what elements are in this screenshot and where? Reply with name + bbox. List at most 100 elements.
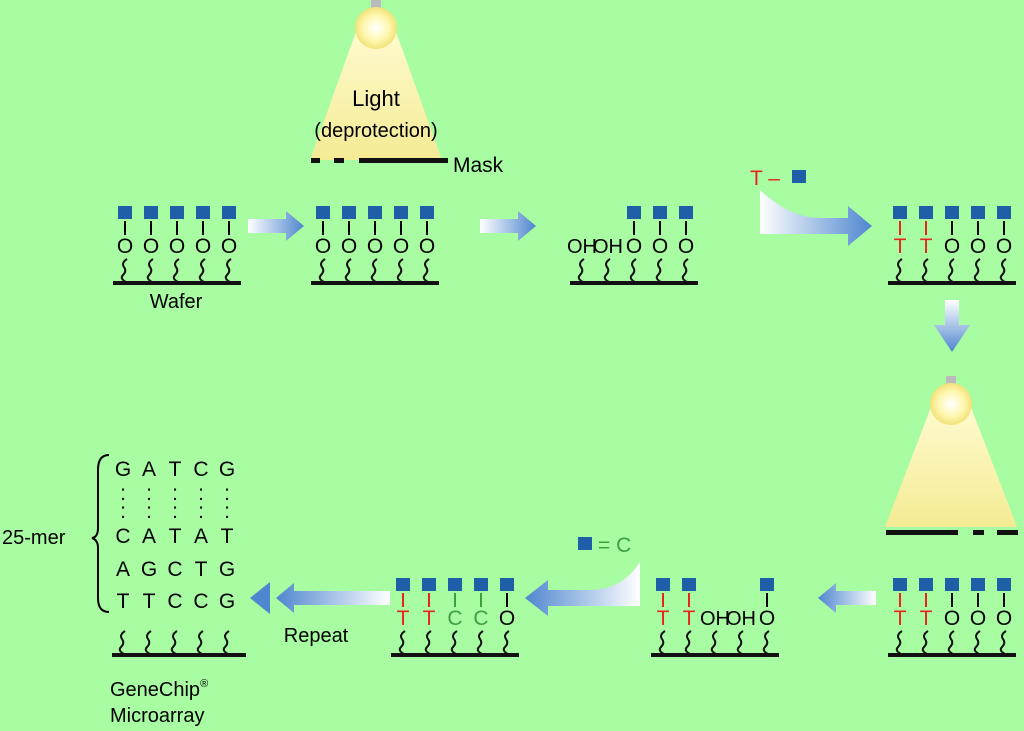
protecting-group xyxy=(653,206,667,219)
oxygen-label: O xyxy=(652,235,668,258)
linker-squiggle xyxy=(318,258,327,284)
base-label: T xyxy=(894,607,907,630)
linker-squiggle xyxy=(999,630,1008,656)
sequence-base: : xyxy=(146,482,152,505)
linker-squiggle xyxy=(198,258,207,284)
mer-brace xyxy=(91,454,110,613)
protecting-group xyxy=(394,206,408,219)
linker-squiggle xyxy=(629,258,638,284)
oxygen-label: O xyxy=(195,235,211,258)
linker-squiggle xyxy=(577,258,586,284)
reagent-c-protecting-group xyxy=(578,537,592,550)
sequence-ellipsis: : xyxy=(224,500,230,523)
reagent-c-label: = C xyxy=(598,534,631,557)
protecting-group xyxy=(656,578,670,591)
oxygen-label: O xyxy=(678,235,694,258)
sequence-base: T xyxy=(221,525,234,548)
oxygen-label: O xyxy=(169,235,185,258)
sequence-base: C xyxy=(115,525,130,548)
oxygen-label: O xyxy=(221,235,237,258)
sequence-ellipsis: : xyxy=(172,500,178,523)
linker-squiggle xyxy=(921,630,930,656)
protecting-group xyxy=(144,206,158,219)
linker-squiggle xyxy=(170,630,179,656)
deprotection-label: (deprotection) xyxy=(314,120,437,142)
sequence-base: C xyxy=(167,558,182,581)
base-label: T xyxy=(920,607,933,630)
base-label: C xyxy=(447,607,462,630)
hydroxyl-label: OH xyxy=(593,236,623,258)
protecting-group xyxy=(679,206,693,219)
linker-squiggle xyxy=(222,630,231,656)
registered-mark: ® xyxy=(200,678,208,690)
protecting-group xyxy=(170,206,184,219)
protecting-group xyxy=(316,206,330,219)
wafer-label: Wafer xyxy=(150,291,203,313)
sequence-base: A xyxy=(142,458,156,481)
light-bulb xyxy=(355,7,397,49)
linker-squiggle xyxy=(947,630,956,656)
sequence-base: C xyxy=(193,458,208,481)
sequence-ellipsis: : xyxy=(120,500,126,523)
sequence-base: : xyxy=(224,482,230,505)
protecting-group xyxy=(448,578,462,591)
protecting-group xyxy=(627,206,641,219)
linker-squiggle xyxy=(424,630,433,656)
oxygen-label: O xyxy=(315,235,331,258)
protecting-group xyxy=(422,578,436,591)
linker-squiggle xyxy=(118,630,127,656)
mask-segment xyxy=(311,158,320,163)
linker-squiggle xyxy=(895,630,904,656)
mask-bottom xyxy=(886,530,1018,535)
mask-segment xyxy=(359,158,448,163)
process-arrows xyxy=(248,190,970,616)
light-cone xyxy=(885,402,1017,527)
reagent-t-protecting-group xyxy=(792,170,806,183)
mask-segment xyxy=(973,530,984,535)
arrow-step-4 xyxy=(934,300,970,352)
linker-squiggle xyxy=(895,258,904,284)
protecting-group xyxy=(997,578,1011,591)
repeat-label: Repeat xyxy=(284,625,349,647)
base-label: T xyxy=(920,235,933,258)
arrow-repeat xyxy=(276,583,390,613)
oxygen-label: O xyxy=(367,235,383,258)
microarray-label: Microarray xyxy=(110,705,204,727)
sequence-base: T xyxy=(169,525,182,548)
protecting-group xyxy=(368,206,382,219)
linker-squiggle xyxy=(658,630,667,656)
protecting-group xyxy=(893,206,907,219)
base-label: C xyxy=(473,607,488,630)
linker-squiggle xyxy=(224,258,233,284)
oxygen-label: O xyxy=(341,235,357,258)
mer-length-label: 25-mer xyxy=(2,527,66,549)
linker-squiggle xyxy=(947,258,956,284)
oxygen-label: O xyxy=(944,607,960,630)
linker-squiggle xyxy=(736,630,745,656)
linker-squiggle xyxy=(973,630,982,656)
linker-squiggle xyxy=(762,630,771,656)
linker-squiggle xyxy=(172,258,181,284)
base-label: T xyxy=(423,607,436,630)
linker-squiggle xyxy=(973,258,982,284)
protecting-group xyxy=(919,206,933,219)
sequence-base: A xyxy=(116,558,130,581)
linker-squiggle xyxy=(681,258,690,284)
light-bulb xyxy=(930,383,972,425)
linker-squiggle xyxy=(398,630,407,656)
protecting-group xyxy=(474,578,488,591)
protecting-group xyxy=(945,578,959,591)
oxygen-label: O xyxy=(970,235,986,258)
oxygen-label: O xyxy=(759,607,775,630)
bulb-base xyxy=(371,0,381,9)
oxygen-label: O xyxy=(143,235,159,258)
light-source-top xyxy=(310,0,442,160)
mask-top xyxy=(311,158,448,163)
protecting-group xyxy=(420,206,434,219)
sequence-base: G xyxy=(115,458,131,481)
protecting-group xyxy=(971,206,985,219)
